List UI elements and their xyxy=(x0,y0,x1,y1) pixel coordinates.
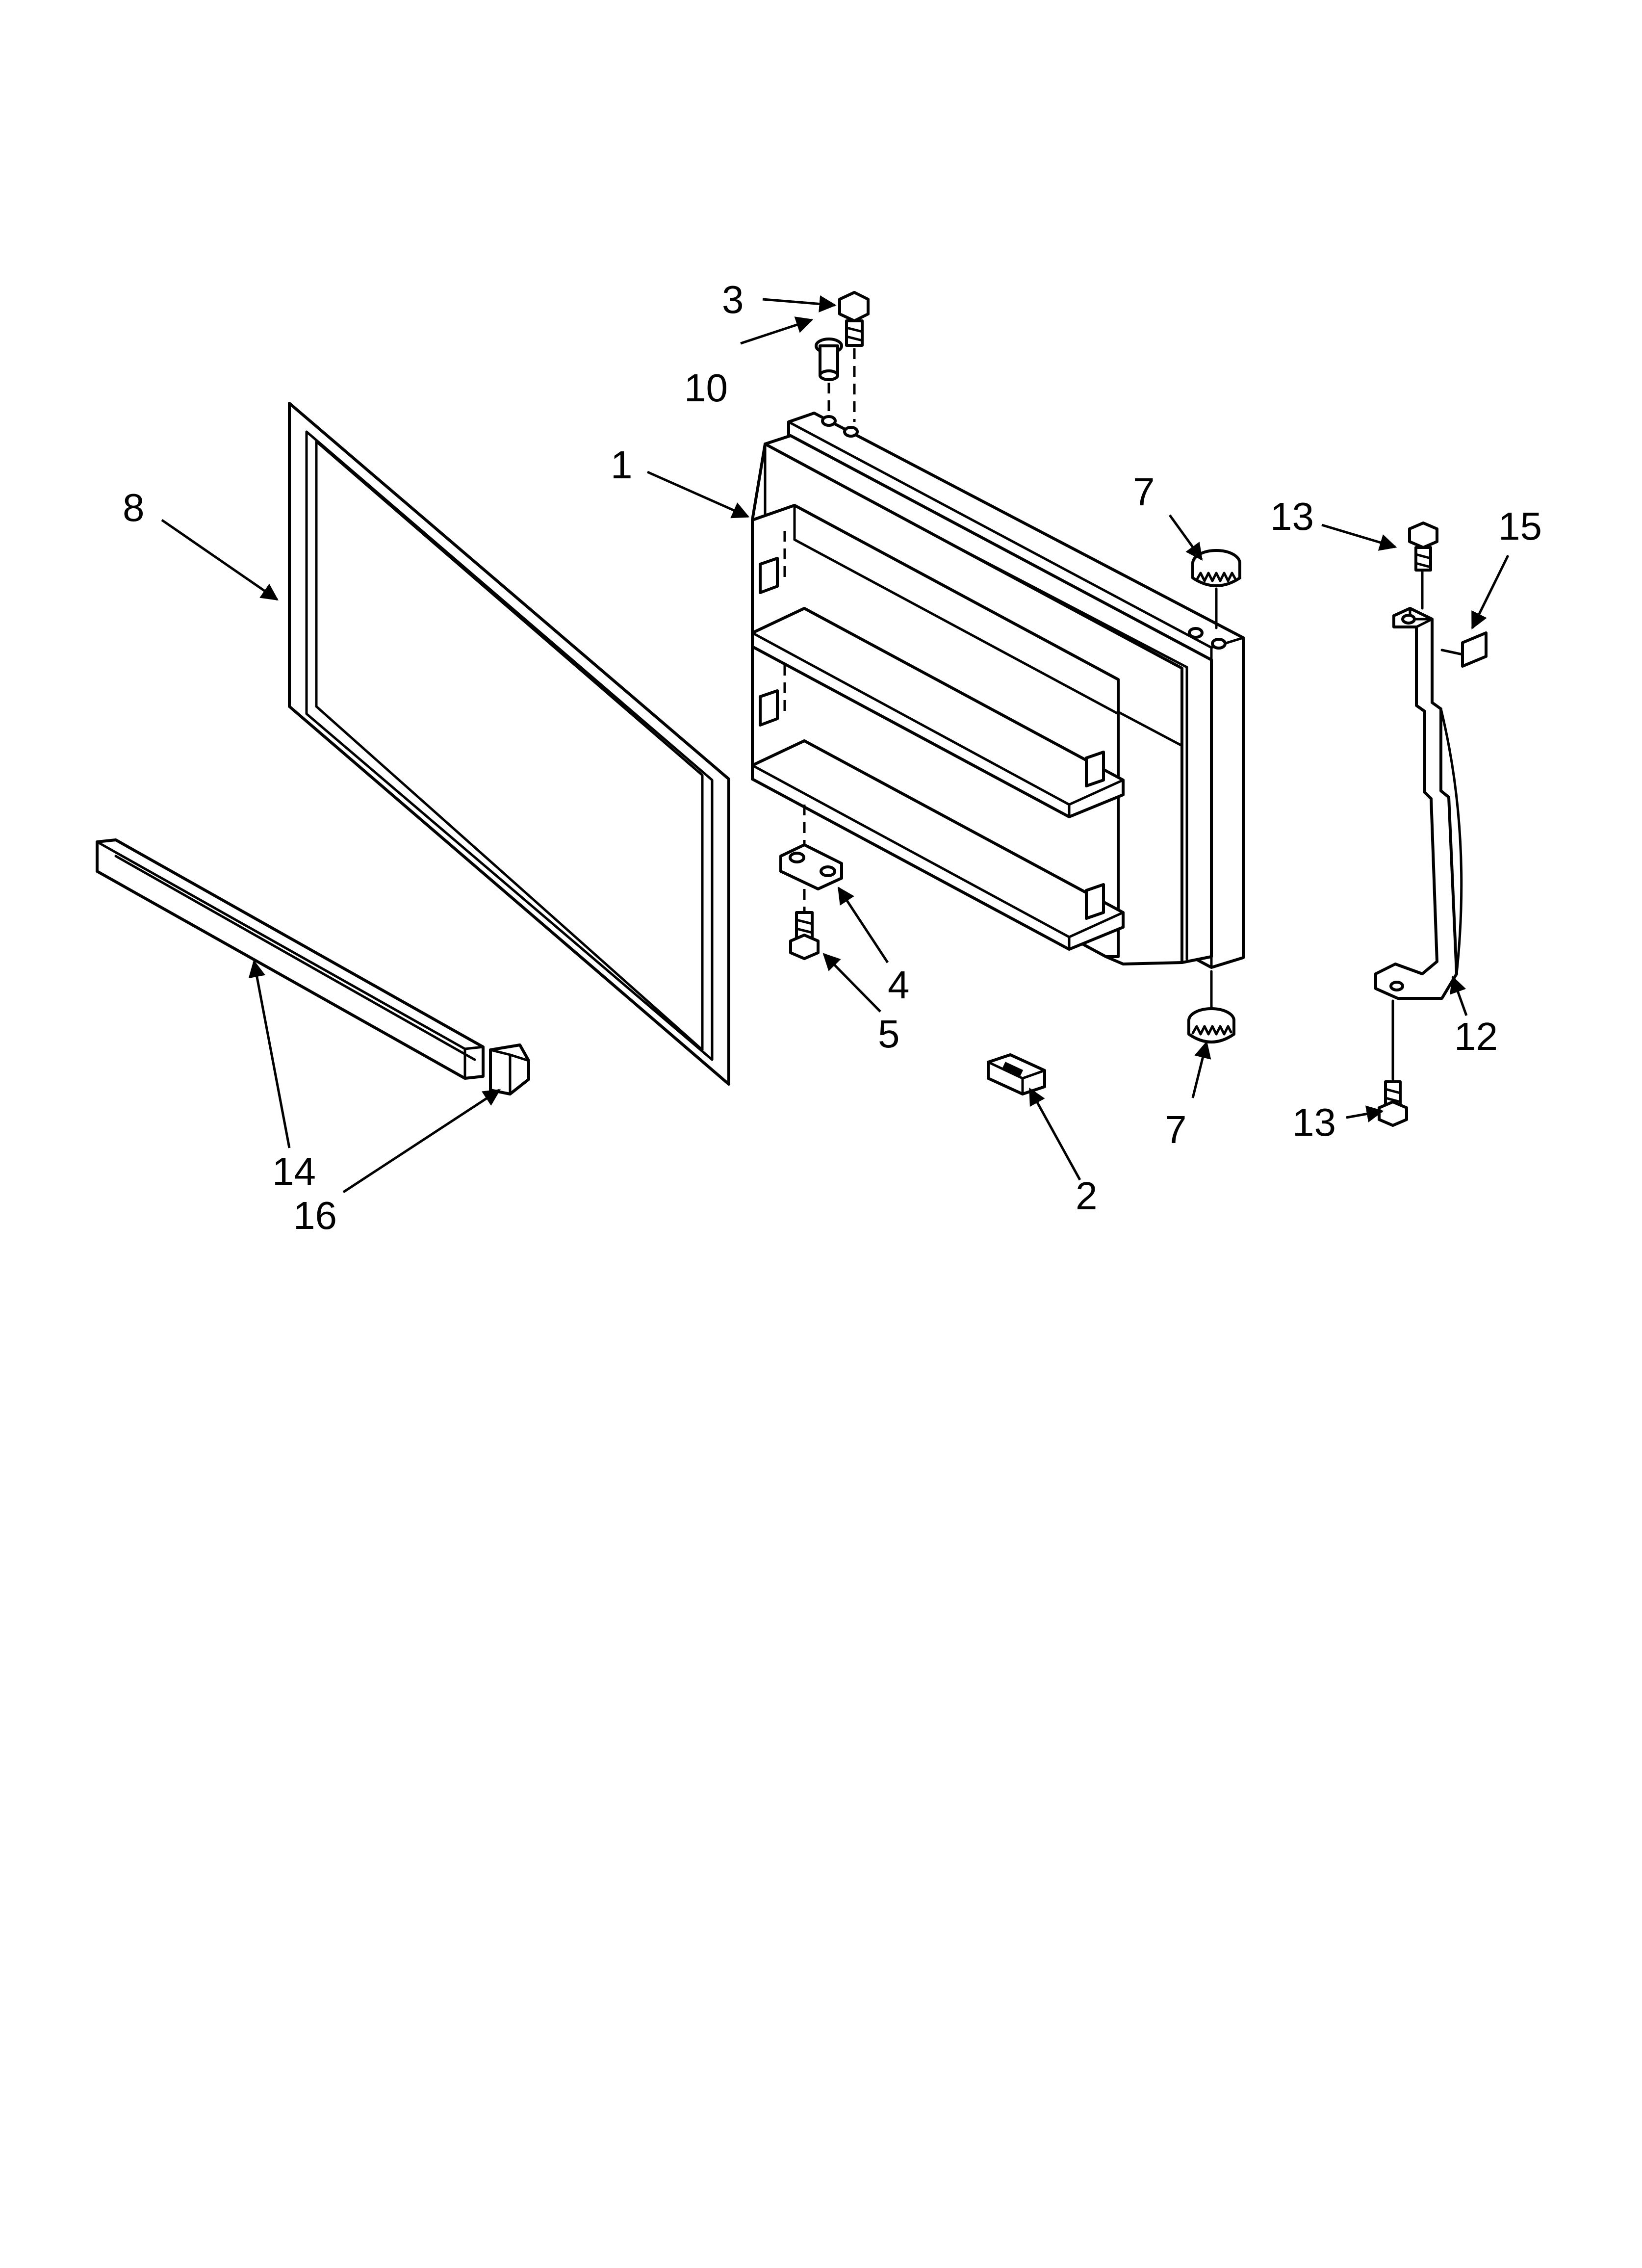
callout-12: 12 xyxy=(1454,1015,1498,1058)
hinge-pin xyxy=(815,338,843,412)
callout-7-bottom: 7 xyxy=(1165,1108,1187,1151)
handle-screw-bottom xyxy=(1378,1080,1408,1127)
door-handle xyxy=(1374,568,1463,1081)
callout-8: 8 xyxy=(123,486,145,529)
leader-lines xyxy=(161,295,1510,1194)
door-gasket xyxy=(288,402,730,1086)
clip xyxy=(987,1053,1046,1095)
callout-13-bottom: 13 xyxy=(1292,1100,1336,1144)
callout-5: 5 xyxy=(878,1012,900,1056)
handle-pad xyxy=(1440,631,1488,668)
freezer-door xyxy=(751,412,1245,969)
callout-3: 3 xyxy=(722,278,744,321)
hinge-screw xyxy=(838,291,870,422)
callout-7-top: 7 xyxy=(1133,470,1155,514)
callout-2: 2 xyxy=(1076,1174,1098,1218)
door-stop-screw xyxy=(789,889,820,960)
hinge-bushing-bottom xyxy=(1187,970,1235,1043)
door-stop-bracket xyxy=(779,805,843,890)
callout-4: 4 xyxy=(888,963,910,1007)
handle-screw-top xyxy=(1408,521,1438,572)
callout-10: 10 xyxy=(684,366,728,410)
retainer-strip xyxy=(96,838,485,1080)
callout-labels: 3 10 1 8 7 13 15 4 5 12 13 7 2 14 16 xyxy=(123,278,1542,1237)
callout-14: 14 xyxy=(272,1149,316,1193)
callout-16: 16 xyxy=(293,1194,337,1237)
hinge-bushing-top xyxy=(1191,549,1241,629)
end-cap xyxy=(489,1043,530,1095)
callout-1: 1 xyxy=(611,443,633,487)
callout-13-top: 13 xyxy=(1270,495,1314,538)
callout-15: 15 xyxy=(1498,504,1542,548)
